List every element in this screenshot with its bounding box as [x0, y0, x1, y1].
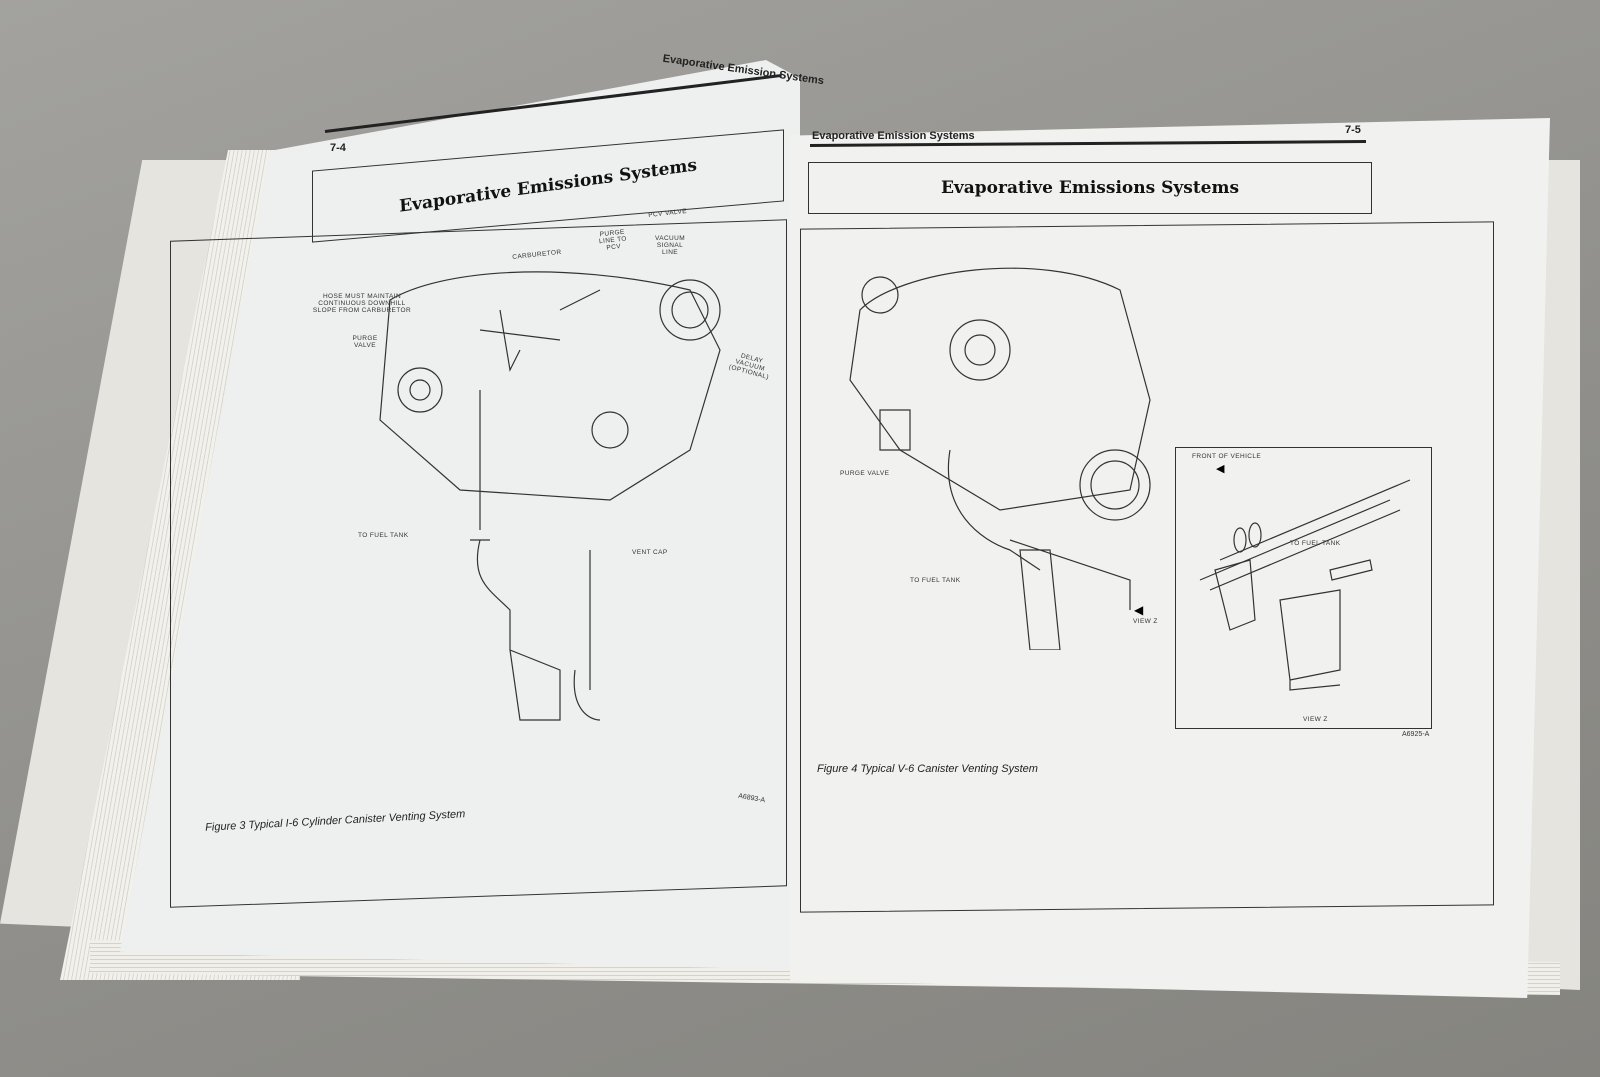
- label-vent-cap: VENT CAP: [632, 549, 668, 556]
- label-inset-to-fuel-tank: TO FUEL TANK: [1290, 540, 1341, 547]
- right-page-number: 7-5: [1345, 124, 1361, 136]
- view-z-arrow-icon: ◀: [1134, 603, 1144, 617]
- label-purge-valve: PURGE VALVE: [352, 335, 378, 350]
- view-z-inset: [1175, 447, 1432, 729]
- left-page-title: Evaporative Emissions Systems: [398, 155, 698, 217]
- right-page: [790, 118, 1550, 998]
- right-figure-caption: Figure 4 Typical V-6 Canister Venting Sy…: [817, 763, 1038, 775]
- label-vacuum-signal-line: VACUUM SIGNAL LINE: [654, 235, 686, 257]
- label-view-z-callout: VIEW Z: [1133, 618, 1158, 625]
- right-title-box: Evaporative Emissions Systems: [808, 162, 1372, 214]
- label-to-fuel-tank-v6: TO FUEL TANK: [910, 577, 961, 584]
- left-page-number: 7-4: [330, 142, 346, 154]
- v6-engine-illustration: [849, 267, 1151, 650]
- front-arrow-icon: ◀: [1216, 463, 1225, 475]
- right-figure-code: A6925-A: [1402, 731, 1430, 738]
- i6-engine-illustration: [379, 271, 721, 721]
- right-page-title: Evaporative Emissions Systems: [940, 178, 1240, 198]
- label-front-of-vehicle: FRONT OF VEHICLE: [1192, 453, 1262, 460]
- right-running-head: Evaporative Emission Systems: [812, 130, 975, 142]
- label-purge-line: PURGE LINE TO PCV: [598, 228, 628, 252]
- label-purge-valve-v6: PURGE VALVE: [840, 470, 890, 477]
- label-to-fuel-tank: TO FUEL TANK: [358, 532, 409, 539]
- label-hose-downhill: HOSE MUST MAINTAIN CONTINUOUS DOWNHILL S…: [312, 293, 412, 315]
- label-inset-view-z: VIEW Z: [1303, 716, 1328, 723]
- canister-illustration: [1199, 479, 1411, 691]
